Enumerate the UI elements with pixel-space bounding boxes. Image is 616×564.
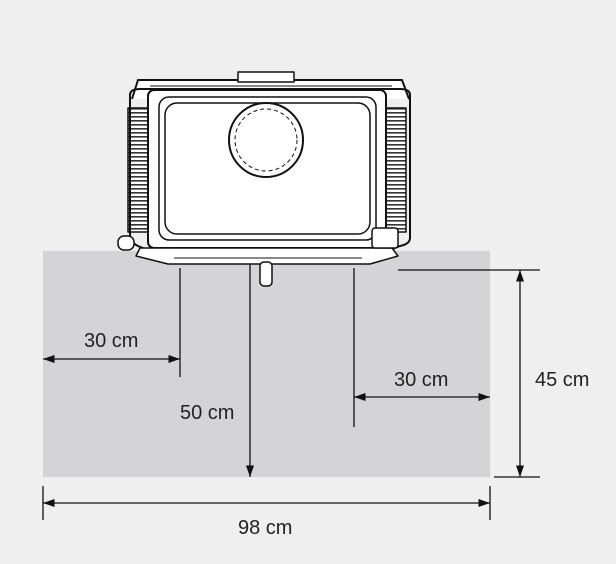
total-width-label: 98 cm — [238, 517, 292, 539]
depth-label: 45 cm — [535, 369, 589, 391]
floor-plate — [43, 251, 490, 477]
left-clearance-label: 30 cm — [84, 330, 138, 352]
front-clearance-label: 50 cm — [180, 402, 234, 424]
stove-top-view — [117, 71, 411, 287]
right-clearance-label: 30 cm — [394, 369, 448, 391]
dimension-lines — [42, 264, 540, 520]
